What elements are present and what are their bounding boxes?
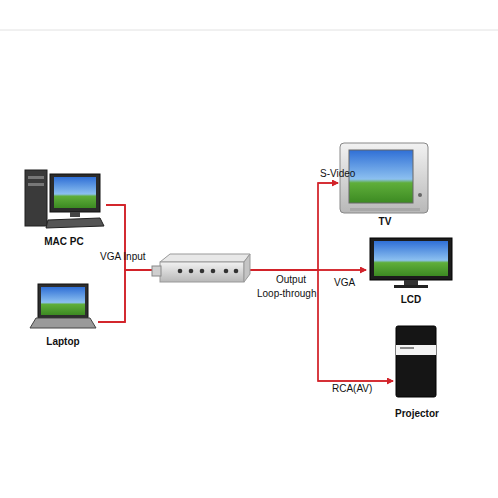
- device-name: Projector: [395, 408, 439, 420]
- signal-label: S-Video: [320, 168, 355, 180]
- device-node: MAC PC: [22, 166, 106, 248]
- device-name: MAC PC: [44, 236, 83, 248]
- device-node: TV: [338, 140, 432, 228]
- signal-label: VGA: [334, 277, 355, 289]
- signal-label: RCA(AV): [332, 383, 372, 395]
- top-rule: [0, 30, 498, 31]
- device-node: LCD: [366, 234, 456, 306]
- lcd-monitor: [370, 238, 452, 288]
- signal-label: VGA Input: [100, 251, 146, 263]
- projector: [396, 326, 436, 397]
- device-node: Projector: [393, 322, 441, 420]
- signal-wire: [98, 270, 393, 381]
- signal-label: Loop-through: [257, 288, 317, 300]
- device-node: Laptop: [28, 280, 98, 348]
- signal-wire: [98, 183, 338, 322]
- vga-converter-box: [152, 254, 250, 282]
- signal-label: Output: [276, 274, 306, 286]
- device-name: LCD: [401, 294, 422, 306]
- laptop-computer: [30, 284, 96, 328]
- device-name: TV: [379, 216, 392, 228]
- desktop-computer: [25, 170, 104, 228]
- device-name: Laptop: [46, 336, 79, 348]
- signal-wire: [106, 205, 393, 381]
